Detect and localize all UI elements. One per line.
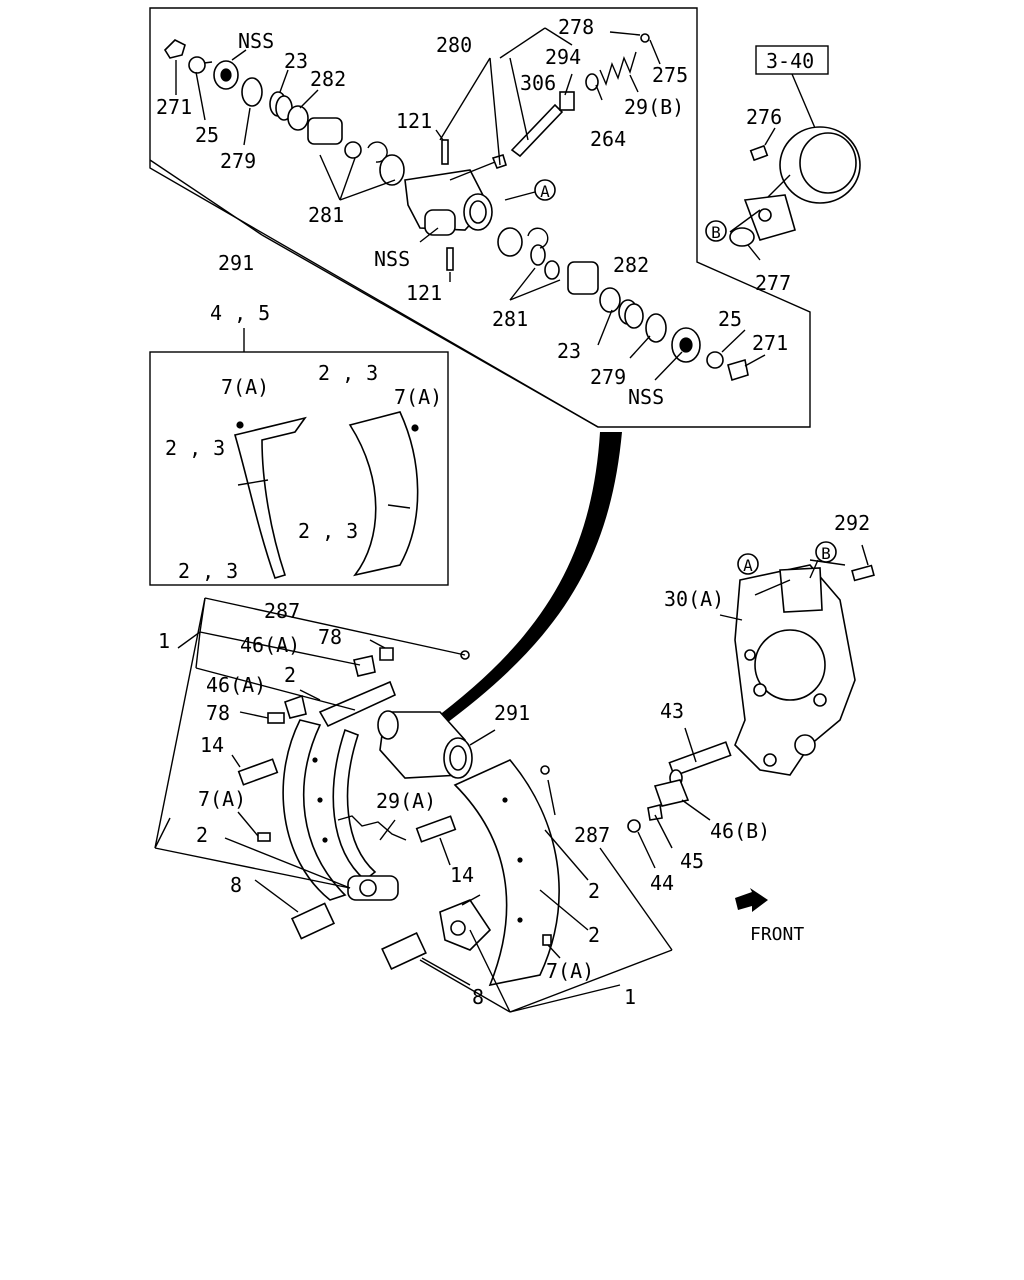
- callout-264: 264: [590, 127, 626, 151]
- callout-1: 1: [624, 985, 636, 1009]
- pin-parts: [627, 741, 732, 833]
- callout-7a: 7(A): [221, 375, 269, 399]
- marker-b-plate: B: [815, 541, 837, 563]
- connector-arrow: [430, 432, 622, 728]
- callout-279: 279: [220, 149, 256, 173]
- callout-279: 279: [590, 365, 626, 389]
- callout-306: 306: [520, 71, 556, 95]
- callout-282: 282: [310, 67, 346, 91]
- callout-78: 78: [206, 701, 230, 725]
- callout-8: 8: [472, 985, 484, 1009]
- callout-292: 292: [834, 511, 870, 535]
- marker-a-top-label: A: [540, 182, 550, 201]
- callout-8: 8: [230, 873, 242, 897]
- callout-nss: NSS: [238, 29, 274, 53]
- callout-14: 14: [450, 863, 474, 887]
- callout-281: 281: [492, 307, 528, 331]
- push-rod-parts: [510, 33, 650, 158]
- callout-2-3: 2 , 3: [318, 361, 378, 385]
- callout-278: 278: [558, 15, 594, 39]
- callout-2: 2: [196, 823, 208, 847]
- top-leader-lines: [149, 27, 776, 428]
- callout-271: 271: [752, 331, 788, 355]
- callout-277: 277: [755, 271, 791, 295]
- marker-b-plate-label: B: [821, 544, 831, 563]
- top-left-parts: [163, 39, 405, 186]
- callout-4-5: 4 , 5: [210, 301, 270, 325]
- callout-1: 1: [158, 629, 170, 653]
- callout-44: 44: [650, 871, 674, 895]
- callout-30a: 30(A): [664, 587, 724, 611]
- callout-23: 23: [284, 49, 308, 73]
- o-ring: [729, 227, 755, 247]
- callout-nss: NSS: [628, 385, 664, 409]
- front-label: FRONT: [750, 924, 804, 945]
- misc-lower-left-parts: [237, 647, 470, 940]
- wheel-cylinder-top: [404, 139, 507, 271]
- callout-7a: 7(A): [546, 959, 594, 983]
- callout-280: 280: [436, 33, 472, 57]
- callout-46b: 46(B): [710, 819, 770, 843]
- brake-chamber: [743, 126, 861, 241]
- marker-a-plate: A: [737, 553, 759, 575]
- callout-14: 14: [200, 733, 224, 757]
- callout-291: 291: [494, 701, 530, 725]
- marker-a-plate-label: A: [743, 556, 753, 575]
- callout-2-3: 2 , 3: [298, 519, 358, 543]
- callout-2-3: 2 , 3: [178, 559, 238, 583]
- callout-7a: 7(A): [198, 787, 246, 811]
- callout-2: 2: [588, 923, 600, 947]
- wheel-cylinder-lower: [377, 710, 473, 779]
- callout-121: 121: [396, 109, 432, 133]
- callout-23: 23: [557, 339, 581, 363]
- wheel-cylinder-frame: [149, 7, 811, 428]
- callout-25: 25: [195, 123, 219, 147]
- marker-a-top: A: [534, 179, 556, 201]
- lower-chain-parts: [497, 227, 749, 382]
- callout-78: 78: [318, 625, 342, 649]
- callout-29a: 29(A): [376, 789, 436, 813]
- callout-294: 294: [545, 45, 581, 69]
- callout-labels: 271 25 NSS 23 282 279 280 278 294 306 27…: [156, 15, 870, 1009]
- brake-shoe-right: [348, 411, 419, 577]
- marker-b-top-label: B: [711, 223, 721, 242]
- front-arrow-icon: [735, 888, 768, 912]
- callout-nss: NSS: [374, 247, 410, 271]
- callout-46a: 46(A): [240, 633, 300, 657]
- callout-281: 281: [308, 203, 344, 227]
- marker-b-top: B: [705, 220, 727, 242]
- callout-25: 25: [718, 307, 742, 331]
- callout-121: 121: [406, 281, 442, 305]
- shoe-kit-box: [149, 351, 449, 586]
- callout-276: 276: [746, 105, 782, 129]
- callout-271: 271: [156, 95, 192, 119]
- callout-46a: 46(A): [206, 673, 266, 697]
- callout-43: 43: [660, 699, 684, 723]
- callout-282: 282: [613, 253, 649, 277]
- lower-leader-lines: [154, 544, 869, 1013]
- callout-287: 287: [264, 599, 300, 623]
- callout-2: 2: [588, 879, 600, 903]
- callout-2-3: 2 , 3: [165, 436, 225, 460]
- callout-7a: 7(A): [394, 385, 442, 409]
- callout-275: 275: [652, 63, 688, 87]
- anchor-plate: [734, 559, 875, 776]
- callout-287: 287: [574, 823, 610, 847]
- callout-291: 291: [218, 251, 254, 275]
- callout-45: 45: [680, 849, 704, 873]
- brake-shoe-left: [233, 416, 307, 579]
- callout-2: 2: [284, 663, 296, 687]
- shoe-assembly-left: [282, 680, 407, 901]
- ref-box-label: 3-40: [766, 49, 814, 73]
- shoe-assembly-right: [381, 759, 560, 987]
- callout-29b: 29(B): [624, 95, 684, 119]
